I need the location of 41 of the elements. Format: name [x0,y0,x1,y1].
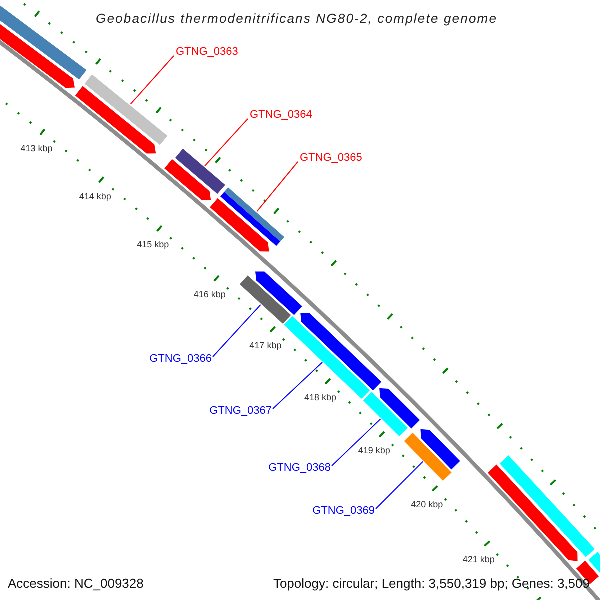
gene-bar [500,456,595,558]
scale-label: 418 kbp [304,392,337,404]
scale-label: 420 kbp [411,499,444,510]
leader-line [272,362,324,410]
scale-label: 415 kbp [137,240,170,251]
gene-bar [84,74,168,146]
gene-label: GTNG_0368 [268,461,331,475]
gene-bar [588,552,600,574]
gene-label: GTNG_0367 [210,404,272,418]
scale-label: 416 kbp [194,290,226,301]
scale-label: 414 kbp [79,191,112,202]
info-text: Accession: NC_009328 [8,576,144,592]
leader-line [212,304,262,358]
leader-line [204,118,248,167]
leader-line [332,418,382,466]
scale-label: 417 kbp [250,340,282,352]
gene-bar [210,198,270,252]
scale-label: 413 kbp [20,144,53,155]
gene-bar [240,276,292,324]
gene-bar [220,188,284,246]
gene-bar [380,388,420,429]
gene-bar [164,159,212,200]
gene-bar [363,392,408,436]
gene-label: GTNG_0369 [312,504,375,518]
title: Geobacillus thermodenitrificans NG80-2, complete genome [96,10,498,28]
gene-bar [175,148,226,194]
scale-label: 419 kbp [358,445,390,456]
info-text: Topology: circular; Length: 3,550,319 bp; Genes: 3,509 [273,576,590,592]
gene-label: GTNG_0366 [150,352,212,366]
leader-line [130,56,174,105]
gene-bar [75,86,156,154]
gene-bar [420,429,460,470]
leader-line [376,461,424,510]
gene-label: GTNG_0363 [176,45,238,59]
gene-bar [300,313,382,391]
scale-label: 421 kbp [462,554,495,566]
gene-label: GTNG_0365 [300,151,362,165]
gene-bar [256,272,302,316]
gene-bar [404,432,452,481]
leader-line [256,162,298,212]
gene-label: GTNG_0364 [250,108,312,122]
